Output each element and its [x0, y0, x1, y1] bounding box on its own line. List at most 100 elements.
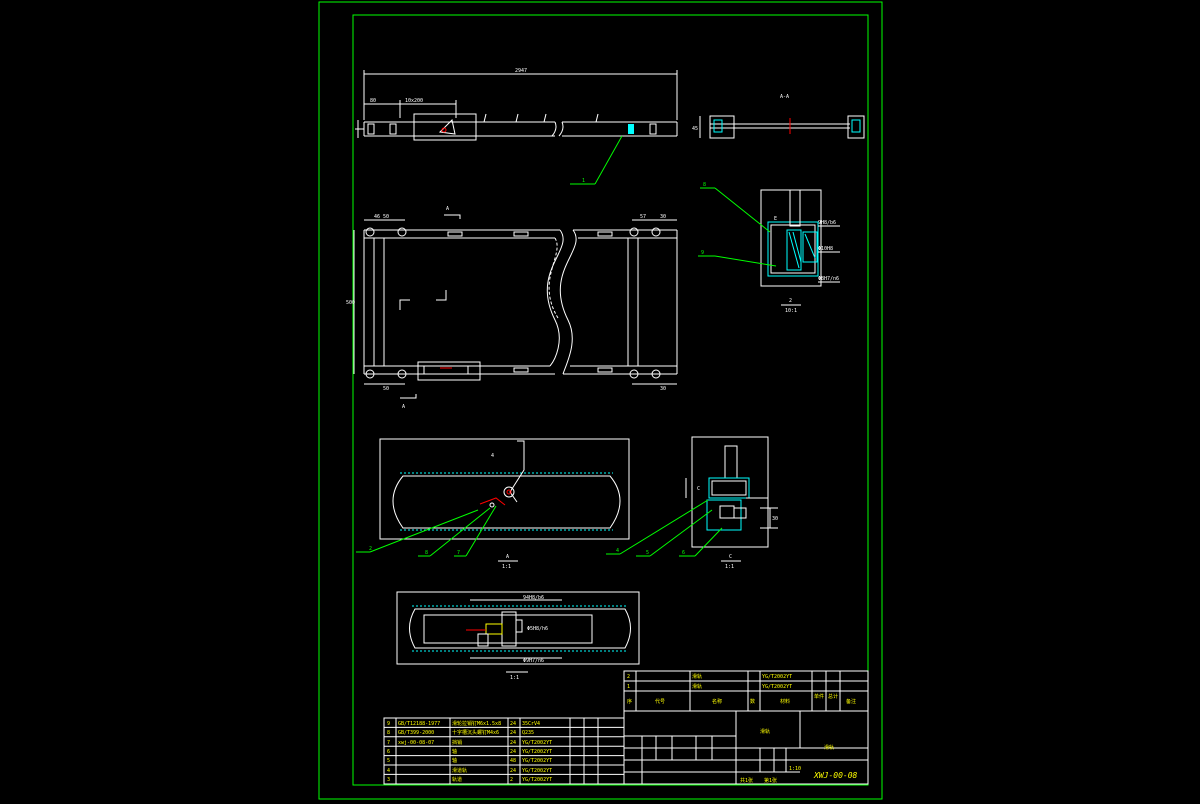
svg-text:24: 24: [510, 740, 516, 746]
drawing-number: XWJ-00-08: [813, 771, 858, 780]
leader-label-8b: 8: [425, 550, 428, 556]
svg-text:57: 57: [640, 214, 646, 220]
svg-text:8: 8: [387, 730, 390, 736]
svg-text:9H8/b6: 9H8/b6: [818, 220, 836, 226]
svg-text:35CrV4: 35CrV4: [522, 721, 540, 727]
svg-text:30: 30: [660, 214, 666, 220]
svg-text:单件: 单件: [814, 693, 824, 700]
svg-text:轴: 轴: [452, 757, 457, 764]
svg-text:7: 7: [387, 740, 390, 746]
section-c-title: C: [729, 554, 732, 560]
section-b-ratio: 1:1: [502, 564, 511, 570]
svg-text:GB/T399-2000: GB/T399-2000: [398, 730, 434, 736]
inner-frame: [352, 14, 869, 786]
svg-text:50: 50: [383, 214, 389, 220]
svg-text:Q235: Q235: [522, 730, 534, 736]
svg-text:4: 4: [491, 453, 494, 459]
svg-text:C: C: [697, 486, 700, 492]
svg-text:3: 3: [387, 777, 390, 783]
sheet-no: 第1张: [764, 777, 777, 784]
leader-label-1: 1: [582, 178, 585, 184]
svg-text:滑轨: 滑轨: [692, 683, 702, 690]
svg-text:E: E: [774, 216, 777, 222]
svg-text:YG/T2002YT: YG/T2002YT: [762, 684, 792, 690]
svg-text:4: 4: [387, 768, 390, 774]
section-c-ratio: 1:1: [725, 564, 734, 570]
leader-label-4: 4: [616, 548, 619, 554]
svg-text:YG/T2002YT: YG/T2002YT: [522, 740, 552, 746]
svg-text:名称: 名称: [712, 698, 722, 705]
svg-text:24: 24: [510, 768, 516, 774]
title-block: 2 1 滑轨 滑轨 YG/T2002YT YG/T2002YT 序 代号 名称 …: [383, 670, 869, 785]
scale: 1:10: [789, 766, 801, 772]
detail-ratio: 10:1: [785, 308, 797, 314]
svg-text:挡销: 挡销: [452, 739, 462, 746]
svg-text:YG/T2002YT: YG/T2002YT: [522, 758, 552, 764]
outer-frame: [318, 1, 883, 800]
svg-text:滑轮拉销钉M6x1.5x8: 滑轮拉销钉M6x1.5x8: [452, 720, 501, 727]
arrow-a-bottom-label: A: [402, 404, 405, 410]
svg-text:9: 9: [387, 721, 390, 727]
leader-label-6: 6: [682, 550, 685, 556]
svg-text:24: 24: [510, 730, 516, 736]
svg-text:45: 45: [692, 126, 698, 132]
svg-text:6: 6: [387, 749, 390, 755]
section-aa-view: A-A 45: [692, 94, 865, 139]
material-box: 滑轨: [760, 728, 770, 735]
svg-text:YG/T2002YT: YG/T2002YT: [762, 674, 792, 680]
svg-text:2: 2: [510, 777, 513, 783]
svg-text:500: 500: [346, 300, 355, 306]
svg-text:2: 2: [627, 674, 630, 680]
dim-overall-length: 2947: [515, 68, 527, 74]
bottom-section-view: 94H8/b6 Φ5H8/h6 Φ9H7/n6 1:1: [396, 591, 640, 681]
svg-text:94H8/b6: 94H8/b6: [523, 595, 544, 601]
svg-text:24: 24: [510, 721, 516, 727]
svg-text:5: 5: [387, 758, 390, 764]
svg-text:数: 数: [750, 698, 755, 705]
svg-text:Φ8H7/n6: Φ8H7/n6: [818, 276, 839, 282]
svg-text:30: 30: [660, 386, 666, 392]
svg-text:YG/T2002YT: YG/T2002YT: [522, 768, 552, 774]
svg-text:滑道轨: 滑道轨: [452, 767, 467, 774]
section-c-view: 30 C 4 5 6 C 1:1: [606, 436, 778, 570]
svg-text:材料: 材料: [780, 698, 790, 705]
bottom-ratio: 1:1: [510, 675, 519, 681]
svg-text:Φ9H7/n6: Φ9H7/n6: [523, 658, 544, 664]
leader-label-5: 5: [646, 550, 649, 556]
svg-text:Φ5H8/h6: Φ5H8/h6: [527, 626, 548, 632]
front-view: 2947 10x200 80 1: [355, 68, 678, 185]
svg-text:10x200: 10x200: [405, 98, 423, 104]
section-aa-label: A-A: [780, 94, 789, 100]
sheet-total: 共1张: [740, 777, 753, 784]
svg-text:轨道: 轨道: [452, 776, 462, 783]
svg-text:1: 1: [627, 684, 630, 690]
svg-text:总计: 总计: [828, 693, 838, 700]
svg-text:序: 序: [627, 698, 632, 705]
svg-text:48: 48: [510, 758, 516, 764]
svg-text:十字槽沉头螺钉M4x6: 十字槽沉头螺钉M4x6: [452, 729, 499, 736]
svg-text:代号: 代号: [655, 698, 665, 705]
leader-label-7: 7: [457, 550, 460, 556]
svg-text:30: 30: [772, 516, 778, 522]
plan-view: 50 30 46 57 A: [346, 206, 678, 410]
detail-title: 2: [789, 298, 792, 304]
svg-text:轴: 轴: [452, 748, 457, 755]
svg-text:24: 24: [510, 749, 516, 755]
leader-label-9: 9: [701, 250, 704, 256]
svg-text:备注: 备注: [846, 698, 856, 705]
arrow-a-top-label: A: [446, 206, 449, 212]
section-b-title: A: [506, 554, 509, 560]
svg-text:YG/T2002YT: YG/T2002YT: [522, 749, 552, 755]
svg-text:xwj-00-08-07: xwj-00-08-07: [398, 740, 434, 746]
svg-text:Φ10H8: Φ10H8: [818, 246, 833, 252]
leader-label-8: 8: [703, 182, 706, 188]
svg-text:46: 46: [374, 214, 380, 220]
section-b-view: 4 2 8 7 A 1:1: [356, 438, 630, 570]
svg-text:滑轨: 滑轨: [692, 673, 702, 680]
part-name: 滑轨: [824, 744, 834, 751]
svg-text:50: 50: [383, 386, 389, 392]
svg-text:YG/T2002YT: YG/T2002YT: [522, 777, 552, 783]
detail-view-2: E 9H8/b6 Φ10H8 Φ8H7/n6 8 9 2 10:1: [698, 182, 840, 314]
